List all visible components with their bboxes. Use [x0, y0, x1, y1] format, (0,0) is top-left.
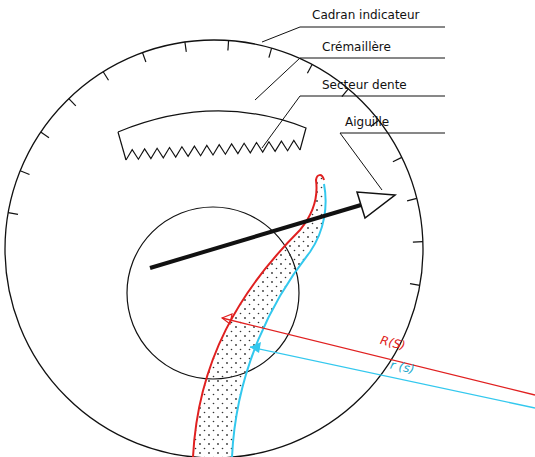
radius-arrow	[250, 342, 261, 353]
radius-label: r (s)	[389, 359, 416, 377]
dial-tick	[413, 241, 423, 243]
inner-profile	[232, 184, 326, 457]
dial-tick	[307, 65, 312, 74]
part-label: Aiguille	[345, 116, 389, 129]
dial-tick	[410, 284, 420, 286]
dial-tick	[41, 132, 49, 138]
dial-tick	[407, 198, 417, 201]
leader-lines	[255, 27, 445, 190]
needle-shaft	[150, 205, 361, 268]
dial-tick	[393, 157, 402, 161]
needle-head	[357, 192, 395, 218]
dial-tick	[143, 53, 146, 62]
dial-tick	[269, 48, 272, 58]
dial-tick	[20, 171, 29, 175]
rack-outline	[118, 111, 306, 150]
rack-edge	[118, 132, 126, 160]
dial-tick	[69, 99, 76, 106]
radius-line	[222, 318, 535, 395]
radius-line	[250, 347, 535, 408]
dial-tick	[103, 72, 108, 80]
dial-tick	[185, 42, 186, 52]
radius-arrow	[222, 314, 232, 324]
dial-tick	[227, 41, 229, 51]
dial-ticks	[8, 41, 423, 286]
part-label: Crémaillère	[322, 41, 391, 54]
dial-tick	[8, 213, 18, 215]
blade-fill	[193, 175, 326, 457]
dial-outline	[5, 40, 423, 457]
part-label: Secteur dente	[322, 79, 407, 92]
part-label: Cadran indicateur	[312, 9, 420, 22]
outer-profile	[193, 175, 324, 457]
radius-label: R(S)	[379, 334, 407, 353]
rack-teeth	[126, 140, 300, 160]
